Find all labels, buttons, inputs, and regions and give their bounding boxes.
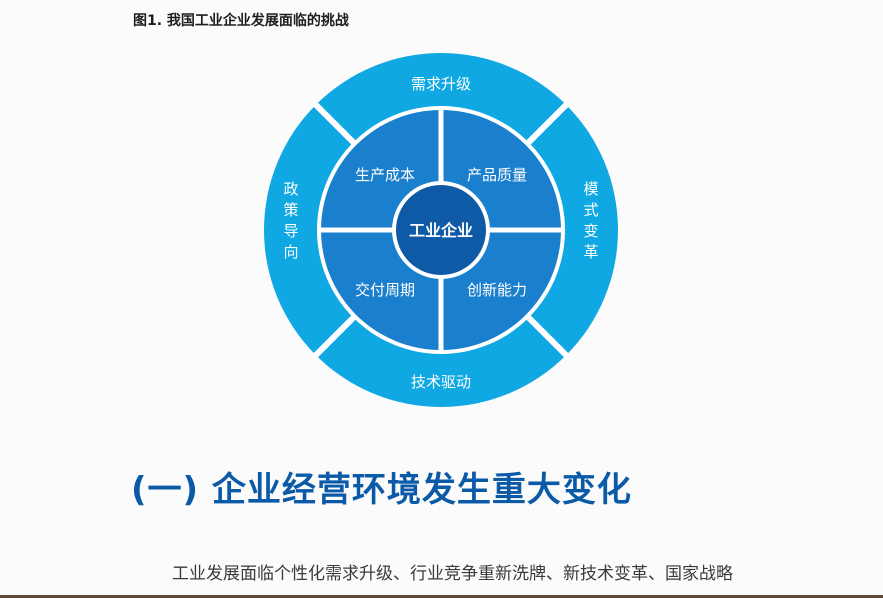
outer-label-demand-upgrade: 需求升级 [411,75,471,93]
inner-label-innovation: 创新能力 [467,281,527,299]
outer-label-policy-guidance: 政策导向 [283,180,298,261]
inner-label-production-cost: 生产成本 [355,166,415,184]
inner-label-delivery-cycle: 交付周期 [355,281,415,299]
center-circle [396,185,486,275]
bottom-divider [0,595,883,598]
body-paragraph: 工业发展面临个性化需求升级、行业竞争重新洗牌、新技术变革、国家战略 [172,564,733,584]
outer-label-tech-driven: 技术驱动 [411,373,471,391]
challenge-wheel-diagram: 工业企业 生产成本 产品质量 交付周期 创新能力 需求升级 技术驱动 模式变革 … [264,53,618,407]
outer-label-model-change: 模式变革 [583,180,598,261]
center-label: 工业企业 [409,221,473,240]
inner-label-product-quality: 产品质量 [467,166,527,184]
section-heading: (一) 企业经营环境发生重大变化 [131,470,632,510]
figure-caption: 图1. 我国工业企业发展面临的挑战 [133,13,349,29]
